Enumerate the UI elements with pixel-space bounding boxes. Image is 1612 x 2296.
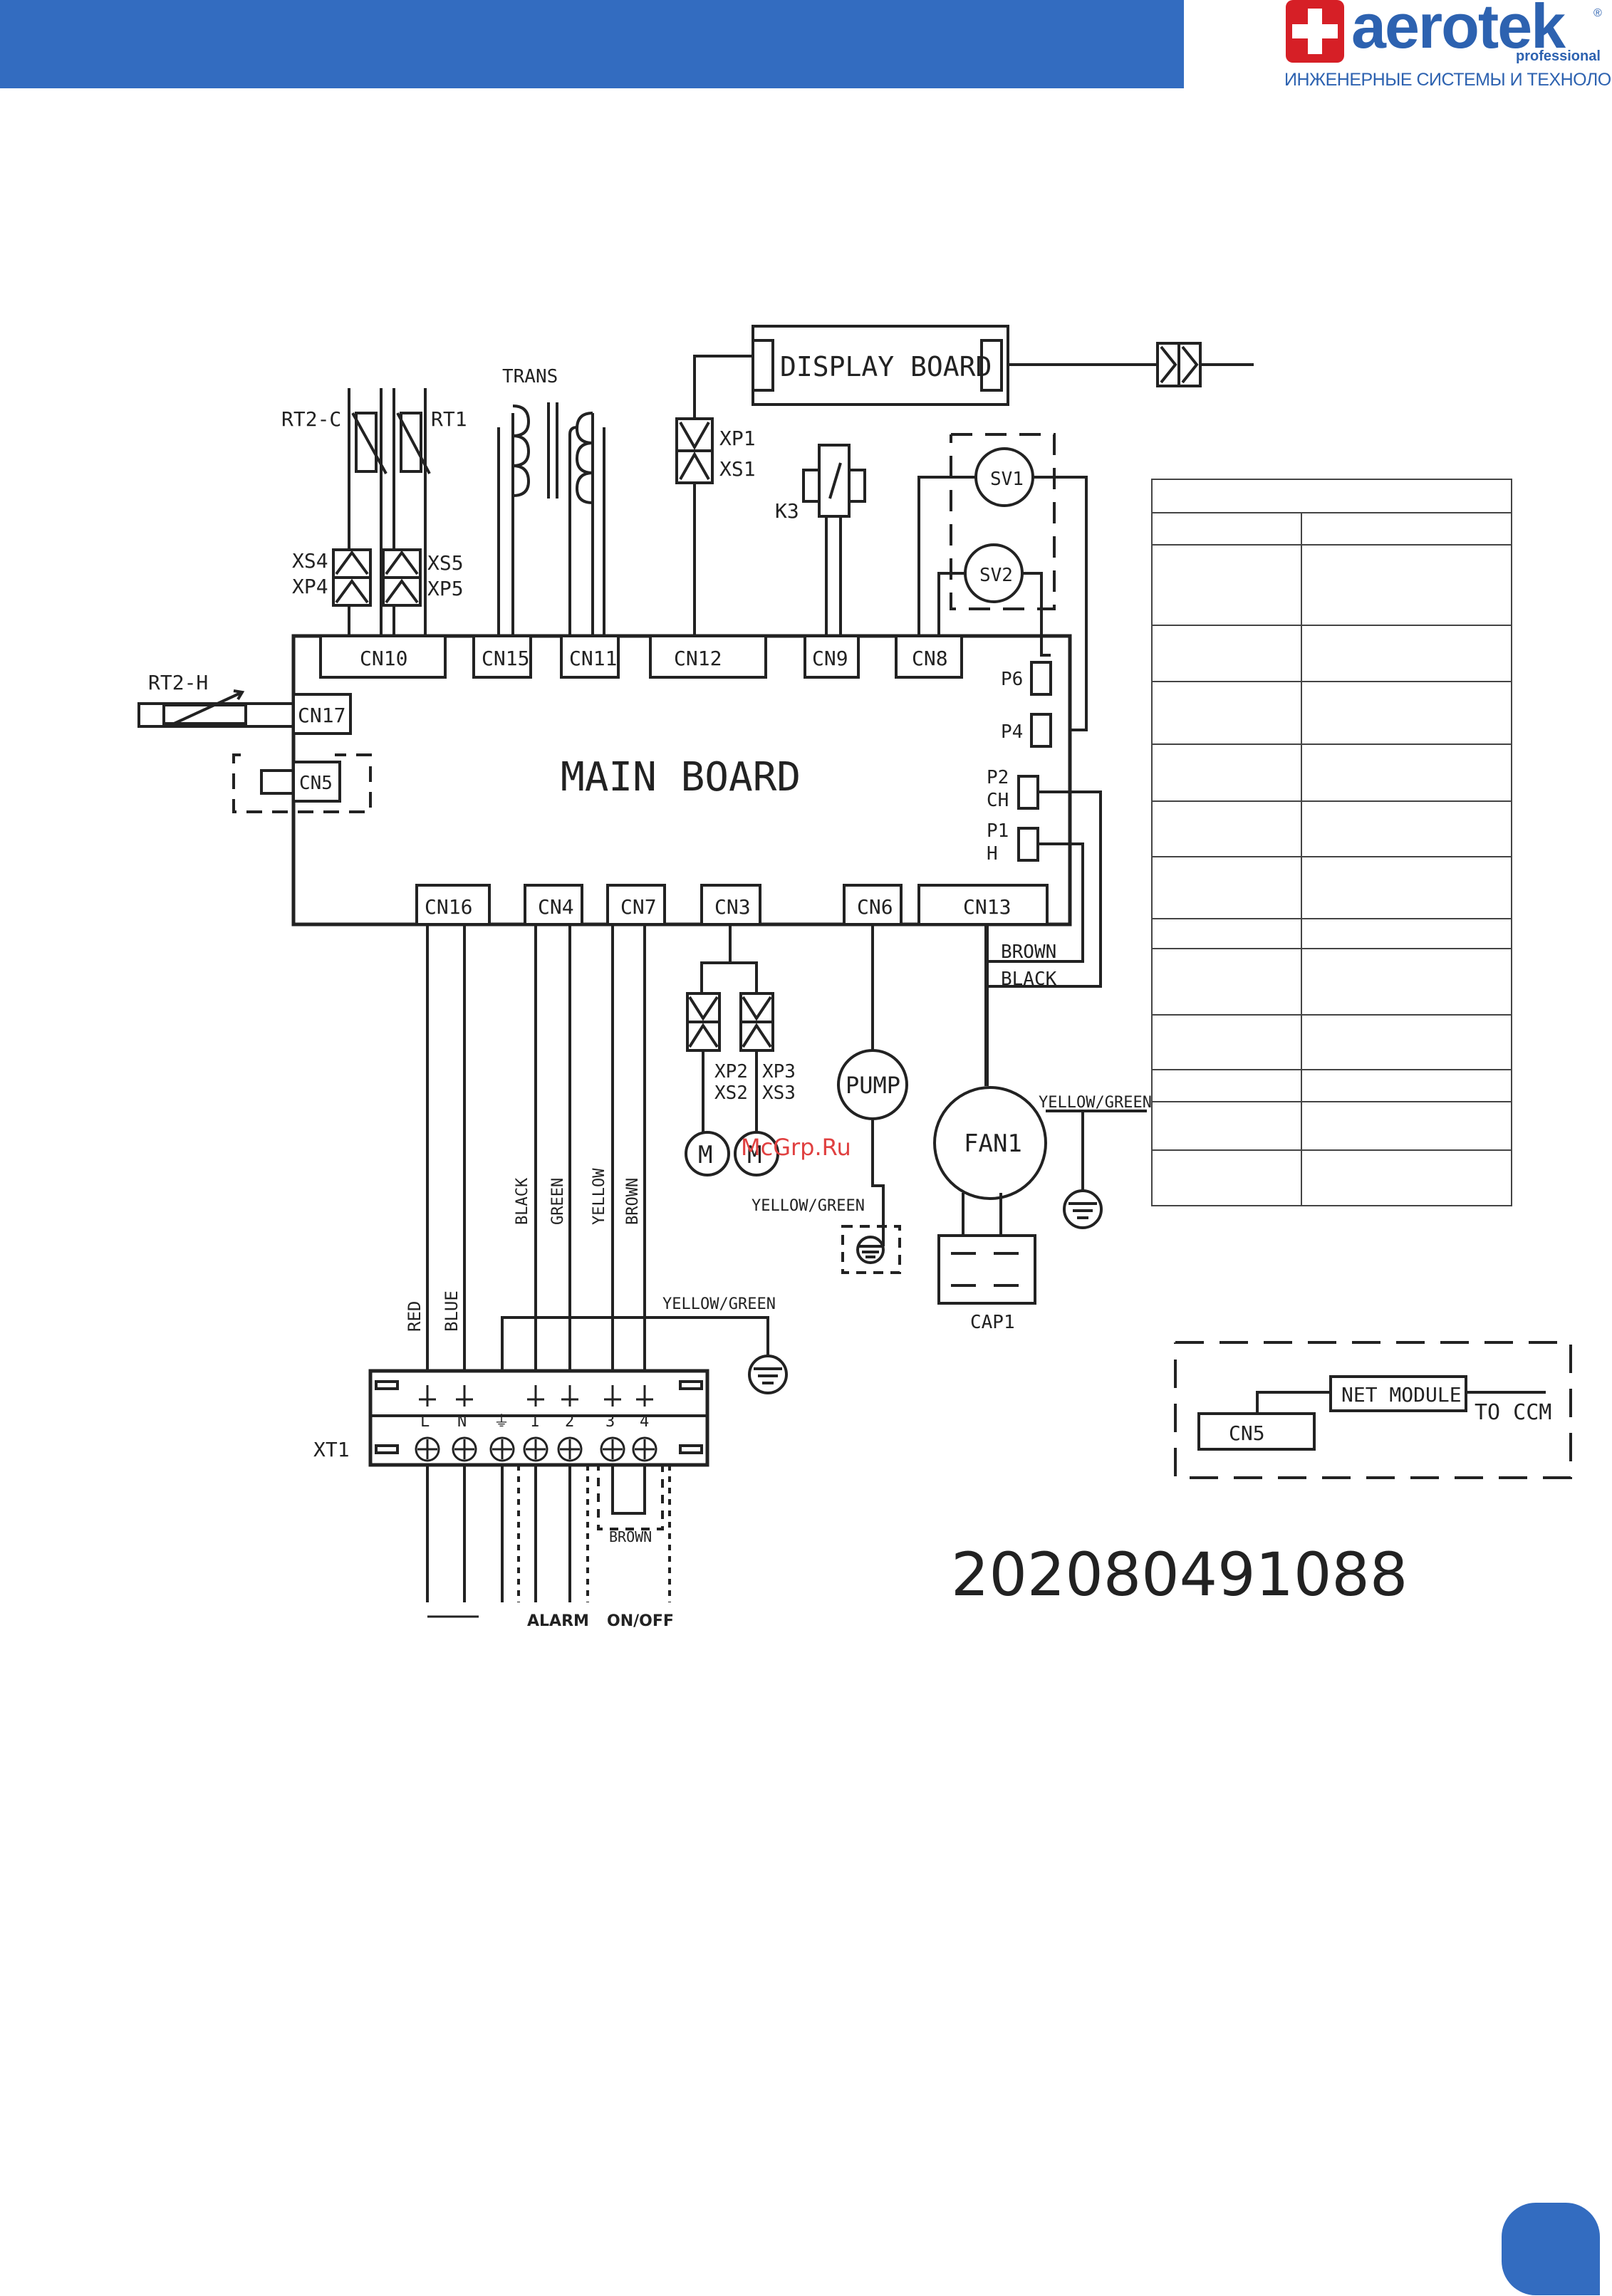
xs3-label: XS3	[762, 1082, 796, 1104]
brown-wire-label: BROWN	[1001, 941, 1056, 963]
serial-number: 202080491088	[951, 1540, 1408, 1609]
cn6-label: CN6	[857, 895, 893, 919]
terminal-ground-label: YELLOW/GREEN	[662, 1295, 776, 1313]
rt2h-label: RT2-H	[148, 671, 208, 694]
yellow-term-label: YELLOW	[591, 1168, 608, 1225]
ch-label: CH	[987, 790, 1009, 811]
onoff-label: ON/OFF	[607, 1612, 674, 1630]
black-term-label: BLACK	[514, 1177, 531, 1225]
pump-ground-label: YELLOW/GREEN	[752, 1197, 865, 1215]
net-module-label: NET MODULE	[1341, 1383, 1462, 1407]
cn13-label: CN13	[963, 895, 1011, 919]
motor1-label: M	[698, 1141, 712, 1169]
terminal-label-4: 4	[640, 1413, 649, 1431]
cn7-label: CN7	[620, 895, 657, 919]
brand-subtitle: professional	[1516, 48, 1601, 64]
black-wire-label: BLACK	[1001, 969, 1057, 990]
main-board-label: MAIN BOARD	[561, 754, 801, 800]
xs4-label: XS4	[292, 549, 328, 573]
fan-ground-label: YELLOW/GREEN	[1039, 1094, 1152, 1112]
brand-name: aerotek	[1351, 0, 1566, 61]
page-number-badge	[1502, 2203, 1600, 2295]
cn8-label: CN8	[912, 647, 948, 670]
red-wire-label: RED	[405, 1301, 425, 1332]
p1-label: P1	[987, 820, 1009, 842]
cn3-label: CN3	[714, 895, 751, 919]
green-term-label: GREEN	[549, 1178, 567, 1225]
trans-label: TRANS	[502, 366, 558, 387]
xp4-label: XP4	[292, 575, 328, 598]
header-bar	[0, 0, 1184, 88]
xt1-label: XT1	[313, 1438, 350, 1461]
cn5-label: CN5	[299, 773, 333, 794]
display-board-label: DISPLAY BOARD	[780, 351, 992, 382]
cn17-label: CN17	[298, 704, 345, 727]
pump-label: PUMP	[846, 1072, 900, 1099]
cn10-label: CN10	[360, 647, 407, 670]
to-ccm-label: TO CCM	[1475, 1400, 1551, 1425]
xs2-label: XS2	[714, 1082, 748, 1104]
rt2c-label: RT2-C	[281, 407, 341, 431]
brand-logo: aerotek ® professional ИНЖЕНЕРНЫЕ СИСТЕМ…	[1284, 0, 1612, 100]
terminal-label-ground: ⏚	[494, 1413, 509, 1431]
xs1-label: XS1	[719, 457, 756, 481]
terminal-label-2: 2	[565, 1413, 574, 1431]
terminal-label-l: L	[420, 1413, 430, 1431]
registered-mark: ®	[1593, 7, 1602, 19]
cap1-label: CAP1	[970, 1312, 1015, 1333]
p2-label: P2	[987, 767, 1009, 788]
p6-label: P6	[1001, 669, 1023, 690]
cn12-label: CN12	[674, 647, 722, 670]
terminal-label-3: 3	[605, 1413, 615, 1431]
sv1-label: SV1	[990, 469, 1024, 490]
alarm-label: ALARM	[527, 1612, 589, 1630]
net-cn5-label: CN5	[1229, 1421, 1265, 1445]
xp1-label: XP1	[719, 427, 756, 450]
sv2-label: SV2	[979, 565, 1013, 586]
xp2-label: XP2	[714, 1061, 748, 1082]
xs5-label: XS5	[427, 551, 464, 575]
bridge-brown-label: BROWN	[609, 1528, 652, 1545]
p4-label: P4	[1001, 721, 1023, 743]
brand-tagline: ИНЖЕНЕРНЫЕ СИСТЕМЫ И ТЕХНОЛОГИИ	[1284, 70, 1612, 90]
cn16-label: CN16	[425, 895, 472, 919]
fan1-label: FAN1	[964, 1129, 1022, 1158]
xp5-label: XP5	[427, 577, 464, 600]
xp3-label: XP3	[762, 1061, 796, 1082]
blue-wire-label: BLUE	[442, 1290, 462, 1332]
cn4-label: CN4	[538, 895, 574, 919]
terminal-label-n: N	[457, 1413, 467, 1431]
k3-label: K3	[775, 499, 799, 523]
medical-cross-icon	[1286, 0, 1344, 63]
brown-term-label: BROWN	[624, 1178, 642, 1225]
watermark: McGrp.Ru	[741, 1134, 851, 1161]
terminal-label-1: 1	[530, 1413, 539, 1431]
cn15-label: CN15	[482, 647, 529, 670]
h-label: H	[987, 843, 998, 865]
rt1-label: RT1	[431, 407, 467, 431]
cn9-label: CN9	[812, 647, 848, 670]
cn11-label: CN11	[569, 647, 617, 670]
motor2-label: M	[747, 1141, 761, 1169]
